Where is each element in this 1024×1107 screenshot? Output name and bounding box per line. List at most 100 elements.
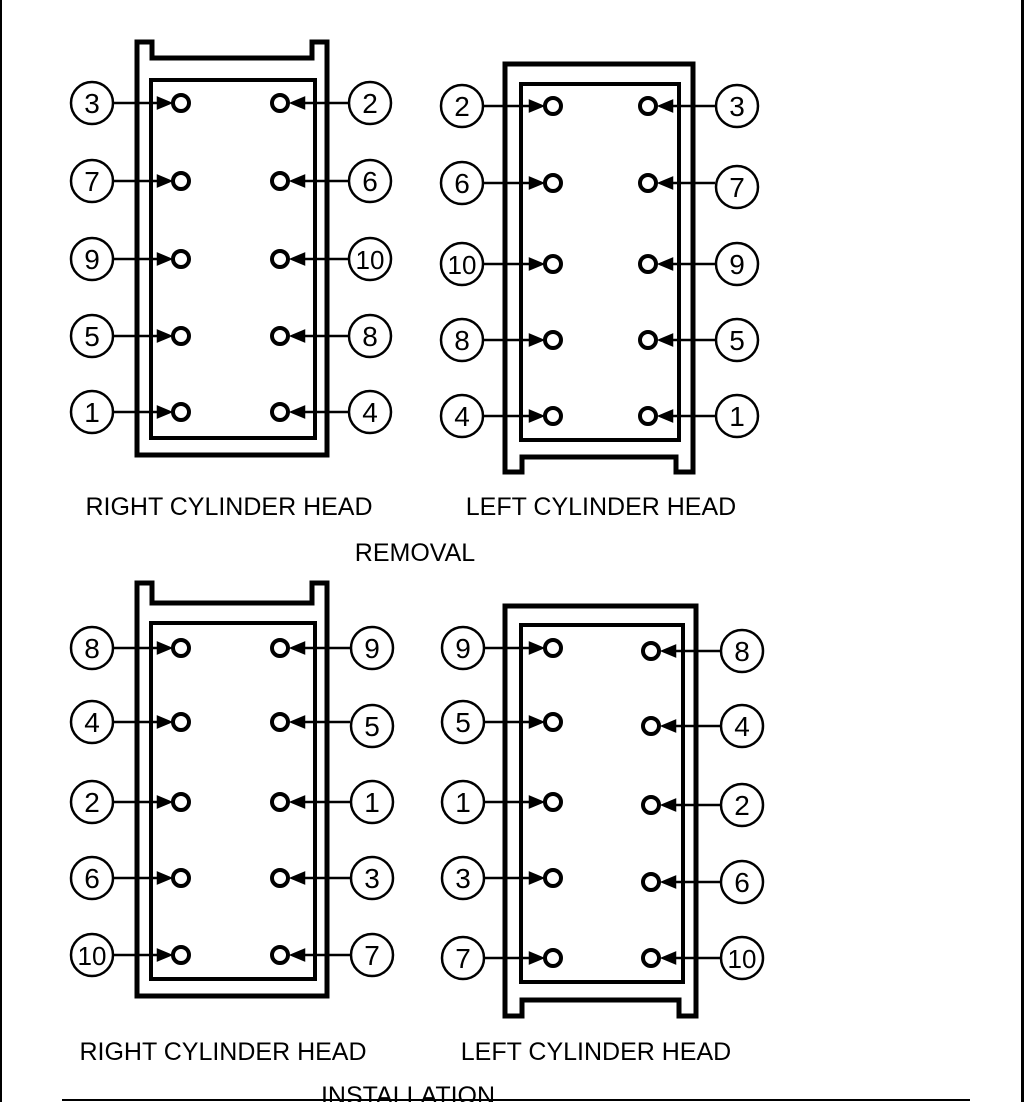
sequence-number: 2 bbox=[734, 790, 750, 821]
bolt-hole bbox=[638, 406, 658, 426]
bolt-hole bbox=[270, 93, 290, 113]
removal-right-head: 3 7 9 5 1 2 6 10 8 4 RIGHT CYLINDE bbox=[69, 39, 393, 521]
sequence-number: 4 bbox=[454, 401, 470, 432]
installation-right-head: 8 4 2 6 10 9 5 1 3 7 RIGHT CYLINDE bbox=[69, 580, 395, 1066]
bolt-hole bbox=[543, 254, 563, 274]
sequence-badges: 3 7 9 5 1 2 6 10 8 4 bbox=[69, 80, 393, 435]
sequence-number: 6 bbox=[84, 863, 100, 894]
sequence-number: 7 bbox=[729, 172, 745, 203]
sequence-number: 10 bbox=[728, 944, 757, 974]
section-caption: REMOVAL bbox=[355, 539, 475, 567]
bolt-hole bbox=[171, 326, 191, 346]
sequence-number: 8 bbox=[362, 321, 378, 352]
bolt-hole bbox=[543, 868, 563, 888]
sequence-number: 5 bbox=[729, 325, 745, 356]
sequence-badges: 2 6 10 8 4 3 7 9 5 1 bbox=[439, 83, 760, 439]
sequence-number: 2 bbox=[362, 88, 378, 119]
bolt-holes bbox=[543, 638, 661, 968]
sequence-number: 10 bbox=[356, 245, 385, 275]
bolt-hole bbox=[543, 330, 563, 350]
head-outline bbox=[502, 603, 699, 1019]
sequence-number: 7 bbox=[455, 943, 471, 974]
bolt-hole bbox=[638, 254, 658, 274]
sequence-number: 9 bbox=[729, 249, 745, 280]
bolt-hole bbox=[270, 326, 290, 346]
sequence-number: 9 bbox=[455, 633, 471, 664]
sequence-number: 3 bbox=[455, 863, 471, 894]
bolt-hole bbox=[171, 402, 191, 422]
callout-arrows bbox=[114, 641, 350, 962]
head-label: RIGHT CYLINDER HEAD bbox=[85, 493, 372, 521]
sequence-number: 10 bbox=[78, 941, 107, 971]
head-outline bbox=[502, 61, 696, 475]
bolt-hole bbox=[171, 249, 191, 269]
bolt-hole bbox=[641, 716, 661, 736]
installation-left-head: 9 5 1 3 7 8 4 2 6 10 LEFT CYLINDER bbox=[440, 603, 765, 1066]
sequence-number: 9 bbox=[364, 633, 380, 664]
bolt-hole bbox=[543, 712, 563, 732]
bolt-hole bbox=[543, 948, 563, 968]
bolt-hole bbox=[270, 249, 290, 269]
callout-arrows bbox=[484, 99, 715, 423]
bolt-hole bbox=[638, 96, 658, 116]
bolt-hole bbox=[638, 330, 658, 350]
bolt-hole bbox=[641, 641, 661, 661]
head-label: LEFT CYLINDER HEAD bbox=[466, 493, 736, 521]
sequence-number: 4 bbox=[362, 397, 378, 428]
bolt-holes bbox=[171, 638, 290, 965]
page-left-border bbox=[0, 0, 2, 1102]
sequence-number: 1 bbox=[729, 401, 745, 432]
sequence-number: 5 bbox=[455, 707, 471, 738]
bolt-hole bbox=[638, 173, 658, 193]
bolt-hole bbox=[171, 792, 191, 812]
page-right-border bbox=[1021, 0, 1024, 1102]
bolt-hole bbox=[543, 406, 563, 426]
sequence-number: 8 bbox=[454, 325, 470, 356]
bolt-hole bbox=[171, 712, 191, 732]
sequence-number: 6 bbox=[454, 168, 470, 199]
sequence-number: 10 bbox=[448, 250, 477, 280]
bolt-hole bbox=[543, 638, 563, 658]
sequence-badges: 9 5 1 3 7 8 4 2 6 10 bbox=[440, 625, 765, 981]
sequence-number: 8 bbox=[84, 633, 100, 664]
bolt-hole bbox=[270, 792, 290, 812]
sequence-number: 6 bbox=[362, 166, 378, 197]
bolt-hole bbox=[171, 945, 191, 965]
callout-arrows bbox=[484, 641, 720, 965]
sequence-number: 4 bbox=[84, 707, 100, 738]
callout-arrows bbox=[114, 96, 348, 419]
bolt-hole bbox=[270, 945, 290, 965]
bolt-hole bbox=[543, 173, 563, 193]
sequence-number: 5 bbox=[84, 321, 100, 352]
head-label: LEFT CYLINDER HEAD bbox=[461, 1038, 731, 1066]
sequence-number: 9 bbox=[84, 244, 100, 275]
sequence-number: 1 bbox=[84, 397, 100, 428]
sequence-number: 2 bbox=[454, 91, 470, 122]
bolt-hole bbox=[171, 868, 191, 888]
bolt-hole bbox=[543, 96, 563, 116]
bolt-hole bbox=[270, 638, 290, 658]
sequence-number: 8 bbox=[734, 636, 750, 667]
removal-left-head: 2 6 10 8 4 3 7 9 5 1 LEFT CYLINDER bbox=[439, 61, 760, 521]
sequence-number: 1 bbox=[364, 787, 380, 818]
sequence-number: 5 bbox=[364, 711, 380, 742]
bolt-holes bbox=[543, 96, 658, 426]
sequence-number: 7 bbox=[364, 940, 380, 971]
bolt-hole bbox=[543, 792, 563, 812]
sequence-number: 4 bbox=[734, 711, 750, 742]
sequence-number: 3 bbox=[729, 91, 745, 122]
bolt-hole bbox=[641, 795, 661, 815]
bolt-hole bbox=[641, 948, 661, 968]
bolt-hole bbox=[270, 171, 290, 191]
bolt-hole bbox=[171, 171, 191, 191]
sequence-number: 3 bbox=[84, 88, 100, 119]
sequence-number: 1 bbox=[455, 787, 471, 818]
bolt-hole bbox=[171, 638, 191, 658]
head-label: RIGHT CYLINDER HEAD bbox=[79, 1038, 366, 1066]
sequence-number: 2 bbox=[84, 787, 100, 818]
sequence-badges: 8 4 2 6 10 9 5 1 3 7 bbox=[69, 625, 395, 978]
sequence-number: 3 bbox=[364, 863, 380, 894]
bolt-hole bbox=[641, 872, 661, 892]
